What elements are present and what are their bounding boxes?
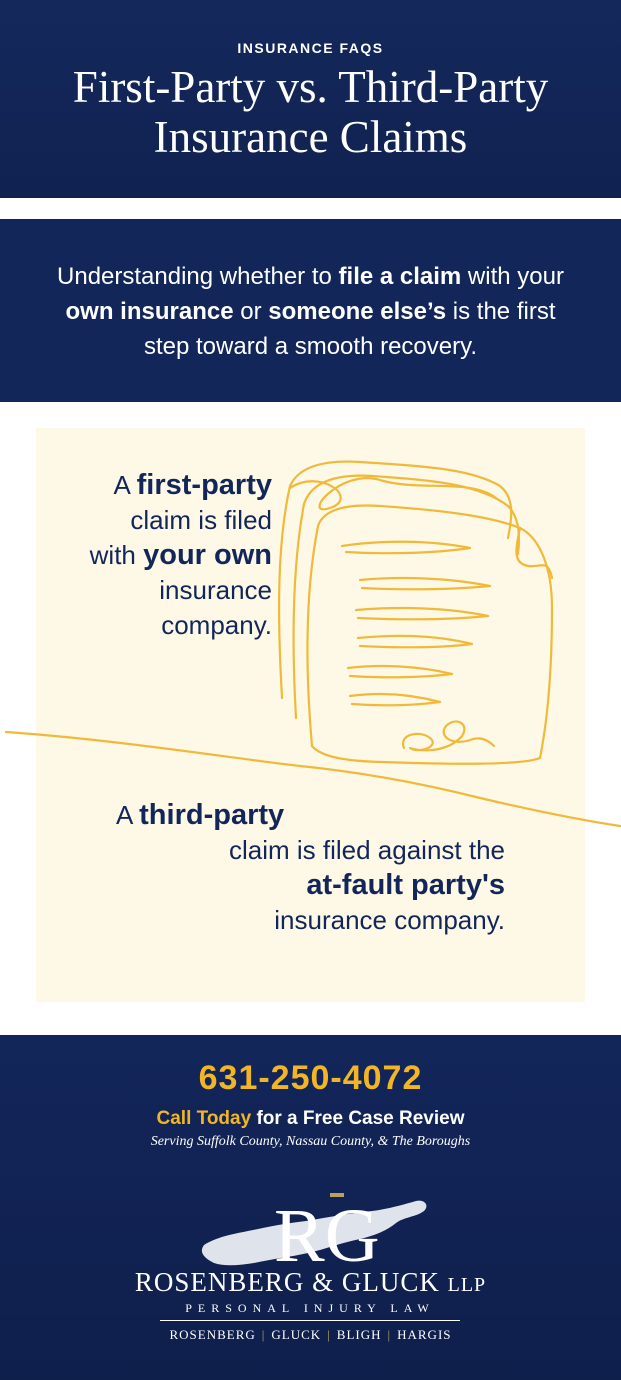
intro-text: Understanding whether to file a claim wi… <box>40 259 581 364</box>
intro-b2: own insurance <box>65 298 234 325</box>
service-area-text: Serving Suffolk County, Nassau County, &… <box>150 1134 471 1149</box>
doodle-baseline <box>4 730 621 828</box>
first-b1: first-party <box>136 469 272 501</box>
firm-suffix: LLP <box>447 1274 487 1296</box>
title-line-2: Insurance Claims <box>153 112 468 162</box>
third-party-line-1: A third-party <box>90 798 505 833</box>
intro-t1: Understanding whether to <box>57 263 339 290</box>
doodle-text-line-1 <box>340 540 472 555</box>
first-party-line-4: insurance <box>159 575 272 605</box>
third-party-line-4: insurance company. <box>274 905 505 935</box>
page-title: First-Party vs. Third-Party Insurance Cl… <box>0 62 621 162</box>
first-t3: with <box>89 540 144 570</box>
practice-area: PERSONAL INJURY LAW <box>160 1301 460 1321</box>
logo-gold-accent <box>330 1193 344 1197</box>
partner-separator: | <box>387 1327 392 1342</box>
doodle-scribble <box>288 477 498 511</box>
intro-t3: or <box>233 298 269 325</box>
firm-name-text: ROSENBERG & GLUCK <box>134 1267 440 1297</box>
footer-banner: 631-250-4072 Call Today for a Free Case … <box>0 1035 621 1380</box>
first-t1: A <box>113 470 137 500</box>
document-doodle-illustration <box>4 460 621 828</box>
cta-gold: Call Today <box>156 1108 252 1129</box>
first-b2: your own <box>143 539 272 571</box>
doodle-page-front <box>306 504 554 765</box>
third-party-line-2: claim is filed against the <box>228 835 505 865</box>
firm-logo-long-island-icon: RG <box>201 1193 427 1278</box>
third-b2: at-fault party's <box>306 869 505 901</box>
partner-name: ROSENBERG <box>169 1327 256 1342</box>
first-party-line-2: claim is filed <box>130 505 272 535</box>
intro-t2: with your <box>461 263 564 290</box>
intro-b1: file a claim <box>338 263 462 290</box>
first-party-line-3: with your own <box>40 538 272 573</box>
logo-monogram: RG <box>274 1194 380 1278</box>
partner-separator: | <box>261 1327 266 1342</box>
partner-name: BLIGH <box>336 1327 382 1342</box>
partner-names: ROSENBERG | GLUCK | BLIGH | HARGIS <box>0 1327 621 1343</box>
intro-t4: is the first step toward a smooth recove… <box>143 298 556 360</box>
partner-name: GLUCK <box>271 1327 322 1342</box>
first-party-line-1: A first-party <box>40 468 273 503</box>
doodle-page-middle <box>292 474 521 720</box>
doodle-page-back <box>277 460 513 700</box>
first-party-claim-text: A first-party claim is filed with your o… <box>40 468 272 643</box>
third-b1: third-party <box>139 799 285 831</box>
phone-number-link[interactable]: 631-250-4072 <box>198 1059 423 1097</box>
first-party-line-5: company. <box>161 610 272 640</box>
doodle-folded-corner <box>515 526 554 580</box>
long-island-map-icon <box>201 1200 427 1266</box>
doodle-signature <box>401 720 496 752</box>
third-t1: A <box>116 800 140 830</box>
doodle-text-line-3 <box>354 606 490 621</box>
intro-b3: someone else’s <box>268 298 447 325</box>
partner-separator: | <box>327 1327 331 1342</box>
doodle-text-line-6 <box>348 692 442 707</box>
doodle-text-line-5 <box>346 664 454 679</box>
partner-name: HARGIS <box>397 1327 452 1342</box>
firm-name: ROSENBERG & GLUCK LLP <box>0 1267 621 1298</box>
third-party-claim-text: A third-party claim is filed against the… <box>90 798 505 938</box>
cta-rest: for a Free Case Review <box>251 1108 465 1129</box>
header-banner: INSURANCE FAQS First-Party vs. Third-Par… <box>0 0 621 198</box>
intro-banner: Understanding whether to file a claim wi… <box>0 219 621 402</box>
third-party-line-3: at-fault party's <box>90 868 505 903</box>
doodle-text-line-2 <box>358 576 492 591</box>
call-to-action: Call Today for a Free Case Review <box>0 1108 621 1130</box>
doodle-text-line-4 <box>356 634 474 649</box>
title-line-1: First-Party vs. Third-Party <box>72 62 549 112</box>
eyebrow-label: INSURANCE FAQS <box>237 40 384 56</box>
